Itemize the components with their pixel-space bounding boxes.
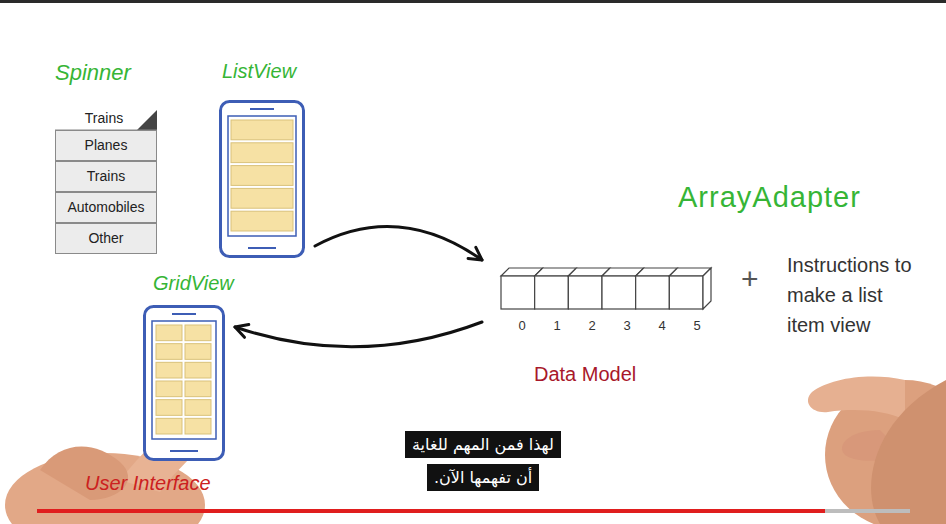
subtitle-box: لهذا فمن المهم للغاية [405,431,561,458]
right-hand [808,376,946,524]
view-heading: GridView [153,272,234,295]
index-number: 1 [548,318,566,333]
list-row [231,188,293,208]
list-row [231,211,293,231]
item-label: Automobiles [56,193,156,221]
phone-speaker [250,108,274,110]
cell-front [568,276,602,309]
cell-front [636,276,670,309]
group-label: User Interface [85,472,211,495]
triangle [137,110,157,130]
model-heading: Data Model [534,363,636,386]
phone-body [221,102,304,257]
grid-cell [156,344,182,360]
item-label: Planes [56,131,156,159]
phone-speaker [172,313,196,315]
spinner-box: SpinnerTrainsPlanesTrainsAutomobilesOthe… [55,106,157,254]
array-cells [500,266,712,310]
grid-cell [185,381,211,397]
spinner-selected: Trains [55,106,153,130]
phone-body [145,307,224,460]
spinner-item: Other [55,223,157,254]
arrow-head [468,247,482,260]
grid-cell [156,325,182,341]
phone-button [248,247,276,249]
phone-button [170,450,198,452]
note-text: Instructions to make a list item view [787,250,920,340]
list-row [231,120,293,140]
list-row [231,143,293,163]
grid-cell [185,344,211,360]
grid-cell [185,325,211,341]
item-label: Other [56,224,156,252]
progress-bar [37,509,825,513]
cell-side [703,268,711,309]
view-heading: ListView [222,60,296,83]
grid-cell [156,418,182,434]
arrow-curve [315,227,482,260]
grid-cell [156,400,182,416]
phone-box: ListView [219,100,305,258]
cell-front [669,276,703,309]
cell-front [602,276,636,309]
spinner-heading: Spinner [55,60,131,86]
grid-cell [156,381,182,397]
cell-front [501,276,535,309]
flow-arrow [315,227,482,260]
arrow-curve [235,322,482,347]
index-number: 5 [688,318,706,333]
subtitle-box: أن تفهمها الآن. [427,464,539,491]
index-number: 4 [653,318,671,333]
spinner-item: Trains [55,161,157,192]
list-row [231,166,293,186]
phone-outline [143,305,225,461]
grid-cell [185,418,211,434]
top-strip [0,0,946,3]
progress-remaining [825,509,910,513]
index-number: 3 [618,318,636,333]
subtitle-text: لهذا فمن المهم للغاية [412,434,554,455]
plus-sign: + [741,262,759,296]
index-number: 2 [583,318,601,333]
grid-cell [185,400,211,416]
cell-front [535,276,569,309]
phone-screen [228,116,296,236]
arrow-head [235,325,249,338]
flow-arrow [235,322,482,347]
grid-cell [156,362,182,378]
phone-screen [152,321,216,439]
index-number: 0 [513,318,531,333]
spinner-item: Planes [55,130,157,161]
phone-outline [219,100,305,258]
adapter-title: ArrayAdapter [678,181,861,214]
item-label: Trains [56,162,156,190]
grid-cell [185,362,211,378]
spinner-item: Automobiles [55,192,157,223]
phone-box: GridView [143,305,225,461]
array-box: Data Model [500,266,712,310]
subtitle-text: أن تفهمها الآن. [434,467,532,488]
